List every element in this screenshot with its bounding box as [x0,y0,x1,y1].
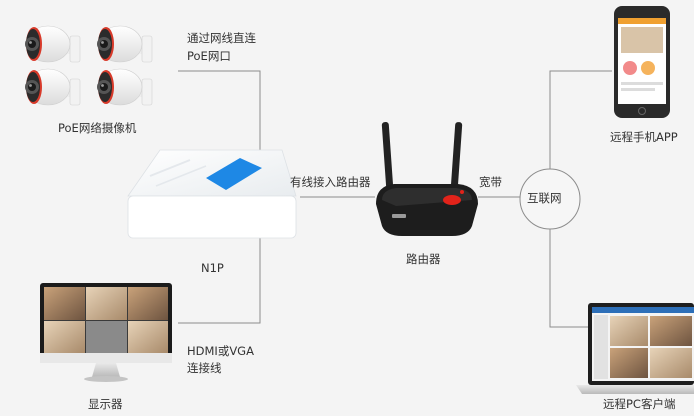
phone-link-line [549,70,612,172]
router-device-icon [376,122,478,236]
cable-note-line1: 通过网线直连 [187,31,256,45]
camera-icon [24,25,153,106]
cameras-label: PoE网络摄像机 [58,121,137,135]
laptop-icon [576,303,694,394]
mobile-app-label: 远程手机APP [610,130,678,144]
pc-client-label: 远程PC客户端 [603,397,676,411]
nvr-label: N1P [201,261,224,275]
internet-circle [519,168,581,230]
pc-link-line [549,226,588,328]
monitor-link-line [178,238,261,324]
broadband-label: 宽带 [479,175,502,189]
internet-label: 互联网 [527,191,562,205]
router-label: 路由器 [406,252,441,266]
camera-link-line [178,70,261,170]
hdmi-line2-label: 连接线 [187,361,222,375]
monitor-label: 显示器 [88,397,123,411]
nvr-device-icon [127,149,297,239]
hdmi-line1-label: HDMI或VGA [187,344,254,358]
connection-lines [178,70,612,328]
phone-icon [614,6,670,118]
cable-note-line2: PoE网口 [187,49,231,63]
monitor-icon [40,283,172,382]
wired-router-link-label: 有线接入路由器 [290,175,371,189]
